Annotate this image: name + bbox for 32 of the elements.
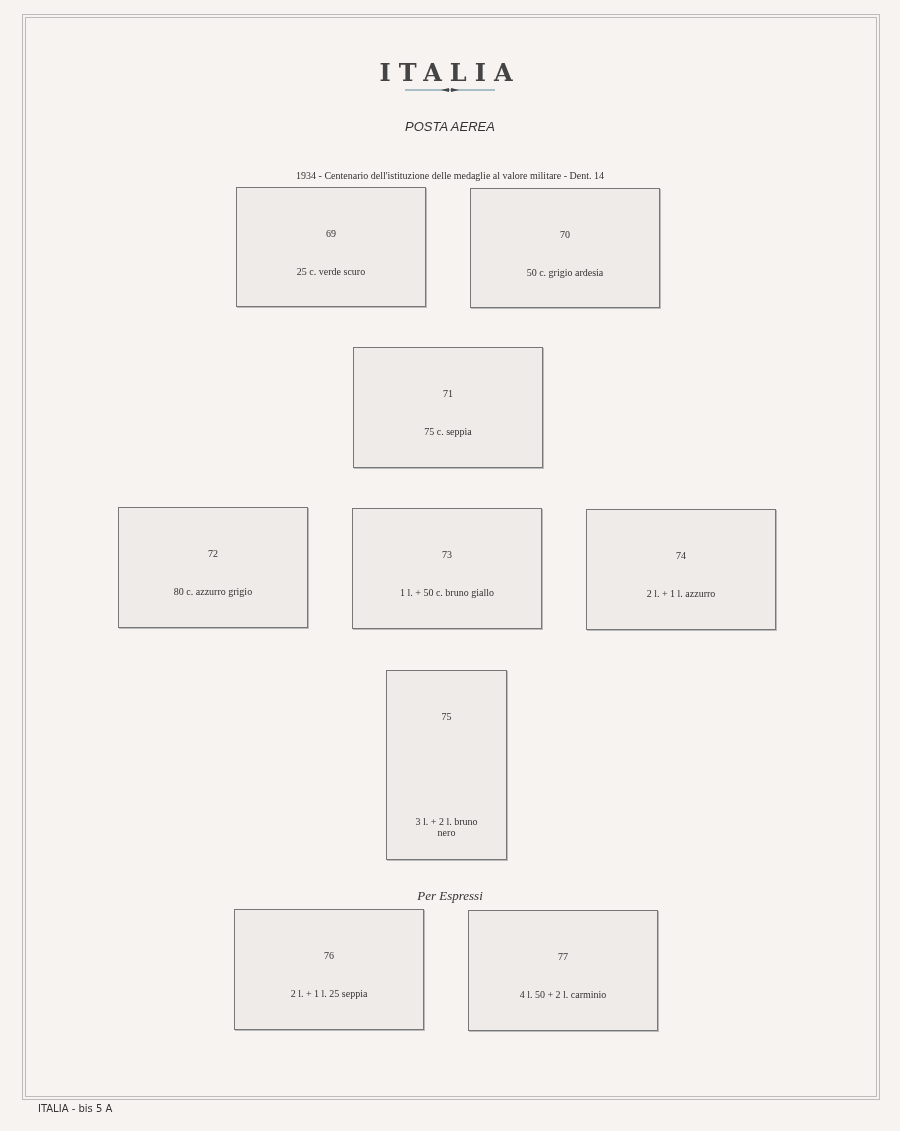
section-heading: POSTA AEREA <box>404 119 496 134</box>
page-footer: ITALIA - bis 5 A <box>38 1103 238 1114</box>
stamp-description: 75 c. seppia <box>423 426 473 437</box>
page-title: ITALIA <box>378 58 522 87</box>
stamp-space <box>386 670 507 860</box>
section-heading: Per Espressi <box>416 888 484 904</box>
series-caption: 1934 - Centenario dell'istituzione delle medaglie al valore militare - Dent. 14 <box>295 170 605 181</box>
stamp-description: 80 c. azzurro grigio <box>172 586 254 597</box>
stamp-description: 50 c. grigio ardesia <box>525 267 605 278</box>
stamp-space <box>353 347 543 468</box>
stamp-space <box>352 508 542 629</box>
stamp-space <box>234 909 424 1030</box>
stamp-description: 25 c. verde scuro <box>295 266 367 277</box>
stamp-description: 2 l. + 1 l. 25 seppia <box>289 988 369 999</box>
catalogue-number: 77 <box>557 951 569 962</box>
stamp-space <box>586 509 776 630</box>
catalogue-number: 76 <box>323 950 335 961</box>
stamp-description: 3 l. + 2 l. bruno nero <box>414 816 479 838</box>
stamp-description: 4 l. 50 + 2 l. carminio <box>518 989 608 1000</box>
catalogue-number: 71 <box>442 388 454 399</box>
catalogue-number: 72 <box>207 548 219 559</box>
stamp-space <box>118 507 308 628</box>
stamp-description: 2 l. + 1 l. azzurro <box>645 588 717 599</box>
catalogue-number: 74 <box>675 550 687 561</box>
catalogue-number: 73 <box>441 549 453 560</box>
stamp-space <box>236 187 426 307</box>
catalogue-number: 70 <box>559 229 571 240</box>
stamp-description: 1 l. + 50 c. bruno giallo <box>399 587 495 598</box>
catalogue-number: 75 <box>440 711 453 722</box>
stamp-space <box>470 188 660 308</box>
stamp-space <box>468 910 658 1031</box>
catalogue-number: 69 <box>325 228 337 239</box>
